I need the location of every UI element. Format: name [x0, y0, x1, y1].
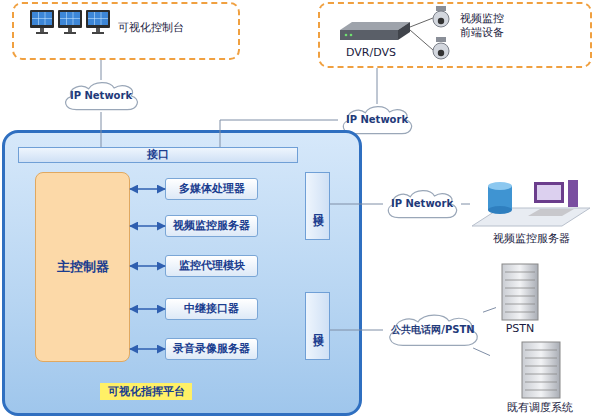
monitor-base	[64, 32, 76, 34]
node-label: 既有调度系统	[490, 401, 590, 415]
dvr-device	[340, 22, 410, 40]
camera-cable	[410, 18, 433, 50]
dvr-top	[340, 22, 410, 30]
node-label: 监控代理模块	[179, 259, 245, 273]
camera-mount	[436, 6, 446, 11]
dvr-front	[340, 30, 398, 40]
camera-icons	[433, 6, 449, 59]
module-box: 多媒体处理器	[165, 178, 258, 200]
node-label: IP Network	[70, 89, 132, 103]
monitor-screen	[32, 12, 52, 25]
connector	[130, 225, 165, 227]
connector	[130, 265, 165, 267]
rack-node: PSTN	[496, 262, 544, 336]
camera-dome	[433, 11, 449, 27]
monitor-stand	[68, 28, 72, 32]
rack-node: 既有调度系统	[490, 340, 590, 416]
node-label: 视频监控服务器	[470, 232, 592, 246]
camera-mount	[436, 37, 446, 42]
monitor-frame	[30, 10, 54, 28]
monitor-stand	[40, 28, 44, 32]
node-label: 视频监控 前端设备	[460, 12, 514, 40]
cloud-shape	[343, 107, 411, 134]
monitor-stand	[96, 28, 100, 32]
node-label: 可视化控制台	[118, 21, 228, 35]
node-label: 中继接口器	[184, 302, 239, 316]
interface-bar: 接口	[305, 292, 330, 360]
screen-grid	[32, 12, 52, 25]
module-box: 监控代理模块	[165, 255, 258, 277]
connector	[130, 188, 165, 190]
database-bottom	[488, 206, 512, 214]
monitor-screen	[60, 12, 80, 25]
node-label: 多媒体处理器	[179, 182, 245, 196]
node-label: 公共电话网/PSTN	[391, 323, 474, 337]
platform-frame: 可视化指挥平台接口主控制器多媒体处理器视频监控服务器监控代理模块中继接口器录音录…	[2, 130, 362, 416]
connector	[483, 308, 496, 313]
interface-bar: 接口	[18, 147, 298, 163]
dashed-group-box: DVR/DVS 视频监控 前端设备	[318, 2, 592, 68]
connector	[130, 308, 165, 310]
dispatch-rack	[522, 342, 560, 398]
module-box: 视频监控服务器	[165, 215, 258, 237]
pstn-rack	[502, 264, 538, 320]
connector	[101, 60, 102, 80]
camera-lens	[438, 18, 444, 24]
pc-keyboard	[528, 209, 574, 216]
pc-tower	[568, 180, 578, 207]
rack-body	[502, 264, 538, 320]
interface-bar: 接口	[305, 172, 330, 240]
connector	[330, 204, 383, 205]
node-label: 主控制器	[57, 260, 109, 274]
network-cloud: 公共电话网/PSTN	[383, 312, 483, 348]
pc-screen	[537, 185, 561, 200]
network-cloud: IP Network	[383, 188, 461, 220]
server-node: 视频监控服务器	[470, 174, 592, 248]
connector	[330, 330, 383, 331]
connector	[461, 204, 470, 205]
rack-body	[522, 342, 560, 398]
pc-monitor	[534, 182, 564, 203]
monitor-frame	[58, 10, 82, 28]
monitor-screen	[88, 12, 108, 25]
camera-dome	[433, 43, 449, 59]
node-label: IP Network	[346, 113, 408, 127]
screen-grid	[60, 12, 80, 25]
node-label: 可视化指挥平台	[100, 383, 192, 400]
camera-lens	[438, 50, 444, 56]
node-label: DVR/DVS	[336, 46, 406, 60]
monitor-icons	[30, 10, 110, 34]
dashed-group-box: 可视化控制台	[12, 2, 240, 60]
monitor-base	[92, 32, 104, 34]
monitor-frame	[86, 10, 110, 28]
connector	[377, 68, 378, 104]
network-cloud: IP Network	[60, 80, 142, 112]
cloud-shape	[390, 315, 478, 345]
rack-slots	[505, 272, 535, 312]
node-label: 接口	[147, 148, 169, 162]
connector	[220, 120, 338, 147]
node-label: IP Network	[391, 197, 453, 211]
cloud-shape	[388, 191, 456, 218]
database-top	[488, 182, 512, 190]
connector	[130, 348, 165, 350]
server-illustration	[472, 180, 590, 226]
node-label: PSTN	[496, 322, 544, 336]
dvr-led	[345, 34, 348, 37]
rack-slots	[525, 350, 557, 390]
screen-grid	[88, 12, 108, 25]
monitor-base	[36, 32, 48, 34]
connector	[473, 348, 490, 356]
cloud-shape	[66, 83, 138, 110]
node-label: 视频监控服务器	[173, 219, 250, 233]
connector	[101, 112, 102, 147]
module-box: 中继接口器	[165, 298, 258, 320]
dvr-led	[350, 34, 353, 37]
controller-box: 主控制器	[35, 172, 130, 362]
node-label: 录音录像服务器	[173, 342, 250, 356]
dvr-side	[398, 22, 410, 40]
module-box: 录音录像服务器	[165, 338, 258, 360]
